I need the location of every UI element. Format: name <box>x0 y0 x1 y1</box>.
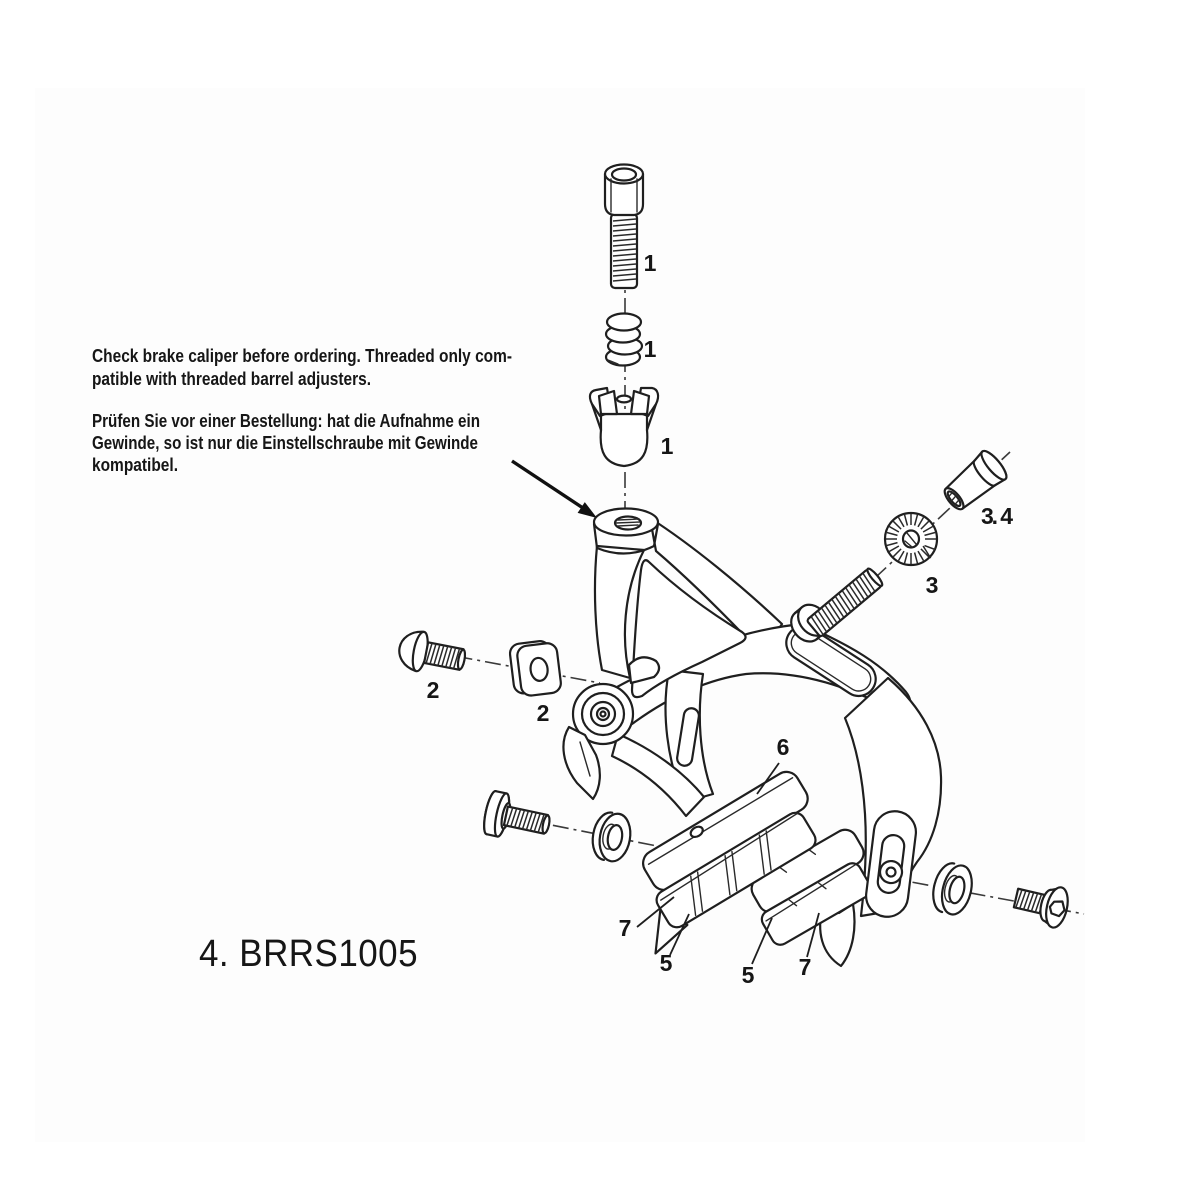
leader-lines <box>636 762 820 965</box>
note-en-line-2: patible with threaded barrel adjusters. <box>92 369 371 389</box>
right-pad-assembly-drawing <box>750 828 872 946</box>
quick-release-cam-tab <box>627 656 661 685</box>
caliper-lower-arm <box>610 732 706 818</box>
pad-fixing-bolt-left-drawing <box>483 790 551 838</box>
content-background <box>35 88 1085 1142</box>
caliper-body-drawing <box>562 507 943 968</box>
left-pad-assembly-drawing <box>642 770 817 955</box>
callout-mounting-plate: 2 <box>537 700 550 726</box>
serrated-washer-drawing <box>883 511 939 567</box>
adjuster-nut-drawing <box>588 386 660 468</box>
caliper-triangular-window <box>630 559 747 699</box>
pad-washer-left-drawing <box>591 811 632 863</box>
callout-sleeve-nut: 3. 4 <box>981 503 1013 529</box>
ordering-note-de: Prüfen Sie vor einer Bestellung: hat die… <box>92 411 480 475</box>
sleeve-nut-drawing <box>943 449 1008 511</box>
quick-release-lever <box>562 725 601 801</box>
caliper-pivot <box>571 682 635 746</box>
pad-washer-right-drawing <box>932 862 973 916</box>
mounting-stud <box>806 567 884 638</box>
part-code: 4. BRRS1005 <box>199 933 418 975</box>
mounting-plate-drawing <box>508 640 562 697</box>
caliper-top-boss <box>592 507 660 555</box>
callout-right-pad-holder: 7 <box>799 954 812 980</box>
mounting-bolt-drawing <box>398 630 467 673</box>
callout-serrated-washer: 3 <box>926 572 939 598</box>
axis-lower-right-bolt <box>883 876 1085 915</box>
note-de-line-1: Prüfen Sie vor einer Bestellung: hat die… <box>92 411 480 431</box>
note-en-line-1: Check brake caliper before ordering. Thr… <box>92 346 512 366</box>
callout-barrel-adjuster-bolt: 1 <box>644 250 657 276</box>
callout-mounting-bolt: 2 <box>427 677 440 703</box>
callout-adjuster-spring: 1 <box>644 336 657 362</box>
pad-fixing-bolt-right-drawing <box>1012 886 1069 929</box>
callout-right-pad: 5 <box>742 962 755 988</box>
callout-left-pad-holder: 7 <box>619 915 632 941</box>
note-de-line-3: kompatibel. <box>92 455 178 475</box>
callout-labels: 1 1 1 2 2 3. 4 3 6 7 5 5 7 <box>427 250 1014 988</box>
callout-adjuster-nut: 1 <box>661 433 674 459</box>
adjuster-spring-drawing <box>604 312 644 367</box>
ordering-note-en: Check brake caliper before ordering. Thr… <box>92 346 512 389</box>
callout-left-pad: 5 <box>660 950 673 976</box>
pad-slot-boss <box>865 810 917 918</box>
note-de-line-2: Gewinde, so ist nur die Einstellschraube… <box>92 433 478 453</box>
caliper-slot-window <box>785 624 877 698</box>
caliper-fin <box>819 902 856 968</box>
pad-screw-hole <box>689 825 704 839</box>
callout-pad-screw: 6 <box>777 734 790 760</box>
barrel-adjuster-bolt-drawing <box>603 163 645 290</box>
pointer-arrow <box>511 459 597 518</box>
hex-socket <box>1048 900 1066 918</box>
